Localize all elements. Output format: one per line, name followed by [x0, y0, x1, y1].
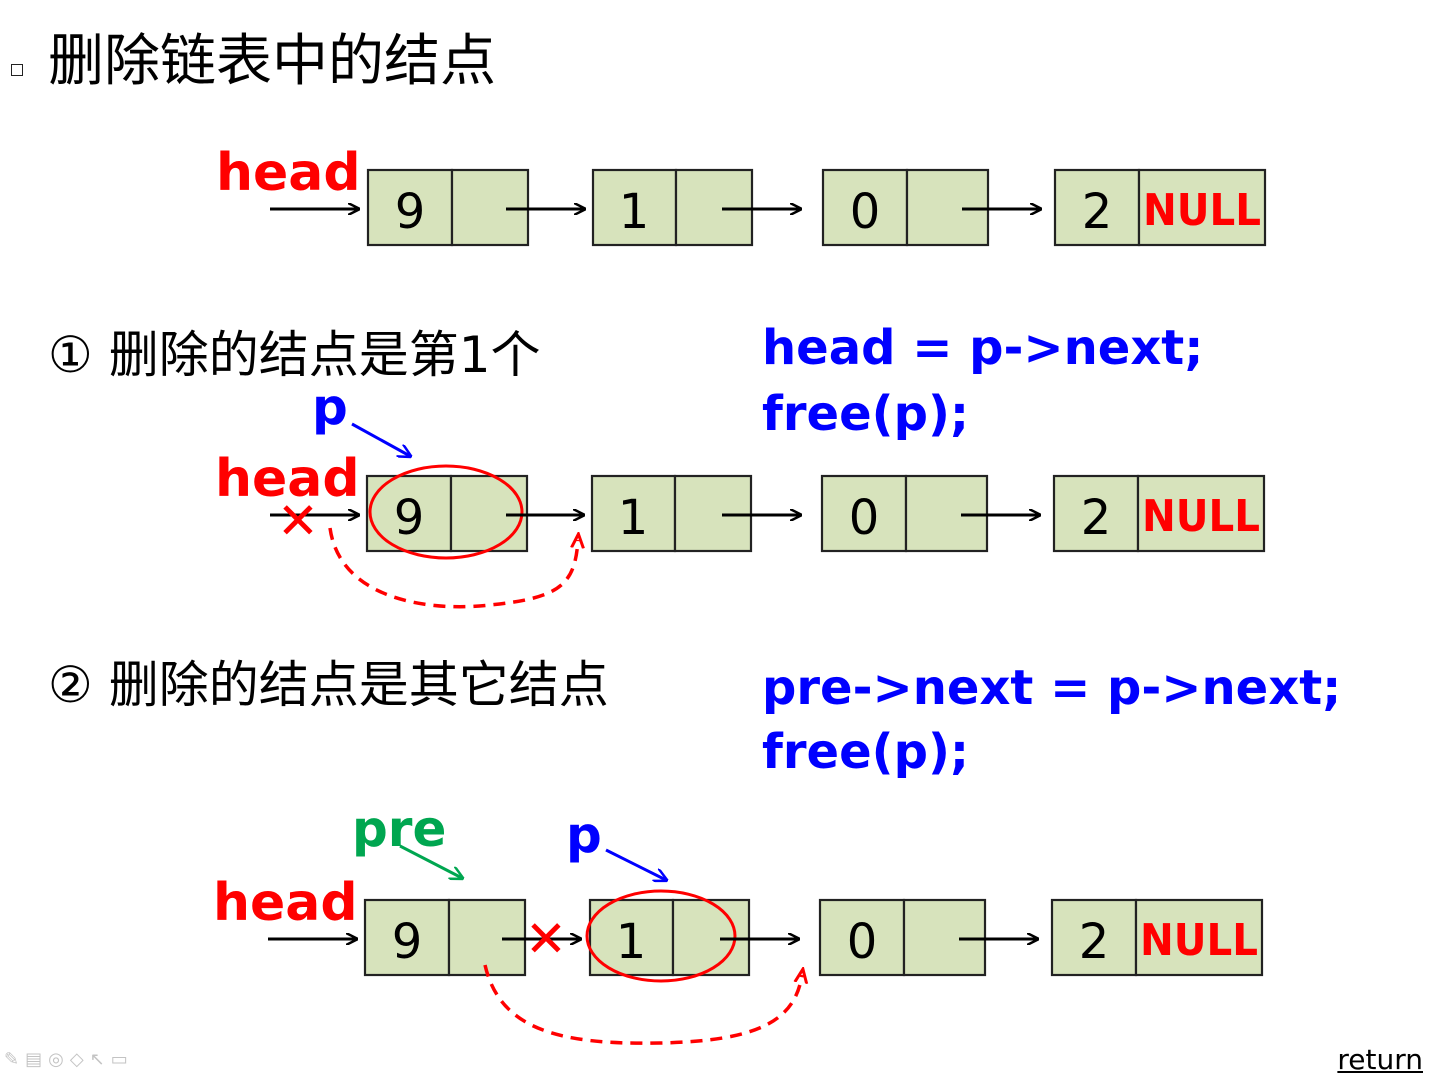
row3-node-0-value: 0	[847, 914, 878, 970]
row2-p-label: p	[312, 378, 348, 436]
row3-node-2-value: 2	[1079, 914, 1110, 970]
row3-node-1-value: 1	[616, 914, 647, 970]
row3-null-label: NULL	[1140, 915, 1258, 966]
row2-node-9-value: 9	[394, 490, 425, 546]
row1-head-label: head	[216, 143, 361, 203]
row2-node-9: 9	[365, 474, 529, 553]
camera-icon[interactable]: ▭	[110, 1049, 128, 1070]
eraser-icon[interactable]: ◇	[69, 1049, 84, 1070]
row3-node-9: 9	[363, 898, 527, 977]
row2-node-2-value: 2	[1081, 490, 1112, 546]
row1-node-0-value: 0	[850, 184, 881, 240]
row3-pre-label: pre	[352, 800, 446, 858]
pen-icon[interactable]: ✎	[4, 1049, 20, 1070]
row2-node-1-value: 1	[618, 490, 649, 546]
row3-relink-dashed-arrow	[483, 964, 802, 1045]
row2-node-0-value: 0	[849, 490, 880, 546]
row1-node-9-value: 9	[395, 184, 426, 240]
row2-head-label: head	[215, 449, 360, 509]
row2-null-label: NULL	[1142, 491, 1260, 542]
return-link[interactable]: return	[1337, 1043, 1423, 1076]
case1-label: ① 删除的结点是第1个	[48, 326, 541, 384]
slide-toolbar: ✎ ▤ ◎ ◇ ↖ ▭	[4, 1049, 128, 1070]
row2-list: p head ✕ 9 1 0 2 NULL	[215, 378, 1266, 609]
case2-code-line1: pre->next = p->next;	[762, 660, 1342, 716]
row3-p-highlight-circle	[585, 889, 737, 983]
row1-node-9: 9	[366, 168, 530, 247]
row3-p-label: p	[566, 806, 602, 864]
row3-node-1: 1	[588, 898, 751, 977]
row3-node-0: 0	[818, 898, 987, 977]
row1-node-2: 2 NULL	[1053, 168, 1267, 247]
case2-code-line2: free(p);	[762, 724, 970, 780]
row1-node-1-value: 1	[619, 184, 650, 240]
row1-node-0: 0	[821, 168, 990, 247]
page-title: 删除链表中的结点	[48, 29, 496, 94]
row1-node-2-value: 2	[1082, 184, 1113, 240]
row3-head-label: head	[213, 873, 358, 933]
case2-label: ② 删除的结点是其它结点	[48, 656, 609, 714]
row2-relink-dashed-arrow	[328, 527, 578, 609]
row3-node-2: 2 NULL	[1050, 898, 1264, 977]
row3-cut-mark-icon: ✕	[525, 910, 567, 968]
row1-list: head 9 1 0 2 NULL	[216, 143, 1267, 247]
row2-node-0: 0	[820, 474, 989, 553]
pointer-icon[interactable]: ↖	[89, 1049, 105, 1070]
slides-icon[interactable]: ▤	[25, 1049, 43, 1070]
row2-p-arrow	[351, 422, 410, 456]
zoom-icon[interactable]: ◎	[48, 1049, 64, 1070]
case1-code-line1: head = p->next;	[762, 320, 1204, 376]
bullet-square-icon	[11, 64, 23, 76]
row3-pre-arrow	[399, 844, 462, 878]
row2-cut-mark-icon: ✕	[277, 492, 319, 550]
row1-null-label: NULL	[1143, 185, 1261, 236]
row2-p-highlight-circle	[368, 464, 524, 560]
row3-p-arrow	[605, 848, 666, 880]
case1-code-line2: free(p);	[762, 386, 970, 442]
row2-node-2: 2 NULL	[1052, 474, 1266, 553]
row3-list: pre p head 9 ✕ 1 0 2 NULL	[213, 800, 1264, 1045]
row3-node-9-value: 9	[392, 914, 423, 970]
